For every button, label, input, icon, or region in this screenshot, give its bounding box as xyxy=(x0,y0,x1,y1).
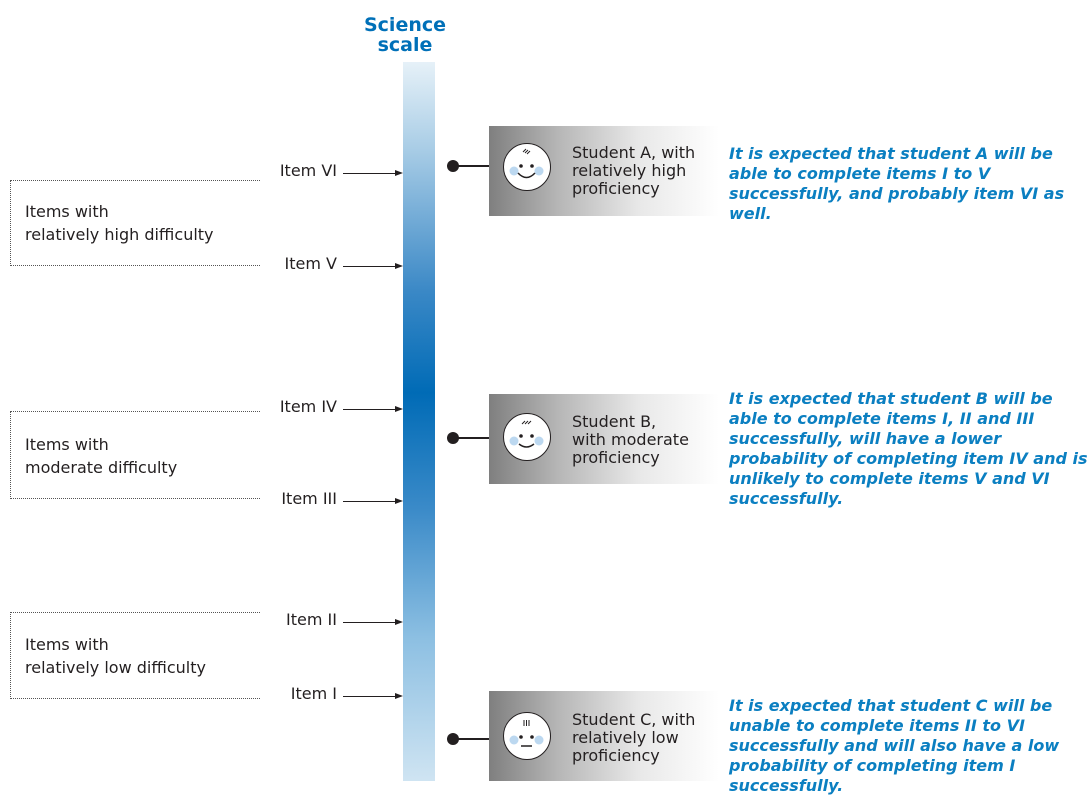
student-b-marker xyxy=(447,432,459,444)
scale-title-line1: Science xyxy=(363,14,447,36)
item-vi-label: Item VI xyxy=(279,161,337,180)
student-a-marker xyxy=(447,160,459,172)
group-high-difficulty xyxy=(10,180,260,266)
student-b-expectation: It is expected that student B will be ab… xyxy=(729,389,1088,508)
arrow-head-icon xyxy=(395,693,403,699)
item-iii-label: Item III xyxy=(281,489,337,508)
item-v-label: Item V xyxy=(284,254,337,273)
group-moderate-label: Items with moderate difficulty xyxy=(25,433,177,479)
item-ii-label: Item II xyxy=(286,610,337,629)
student-a-connector xyxy=(455,165,503,167)
item-i-arrow xyxy=(343,696,395,697)
arrow-head-icon xyxy=(395,498,403,504)
item-vi-arrow xyxy=(343,173,395,174)
student-c-marker xyxy=(447,733,459,745)
arrow-head-icon xyxy=(395,406,403,412)
item-v-arrow xyxy=(343,266,395,267)
group-high-line2: relatively high difficulty xyxy=(25,225,214,244)
science-scale-bar xyxy=(403,62,435,781)
arrow-head-icon xyxy=(395,263,403,269)
neutral-face-icon xyxy=(503,712,551,760)
smiley-face-icon xyxy=(503,143,551,191)
student-c-label: Student C, with relatively low proficien… xyxy=(572,711,695,765)
arrow-head-icon xyxy=(395,170,403,176)
smiley-face-icon xyxy=(503,413,551,461)
student-b-line3: proficiency xyxy=(572,448,660,467)
student-a-line2: relatively high xyxy=(572,161,687,180)
group-low-line2: relatively low difficulty xyxy=(25,658,206,677)
student-c-line2: relatively low xyxy=(572,728,679,747)
item-iv-arrow xyxy=(343,409,395,410)
student-b-line2: with moderate xyxy=(572,430,689,449)
group-low-difficulty xyxy=(10,612,260,699)
student-c-line3: proficiency xyxy=(572,746,660,765)
student-c-connector xyxy=(455,738,503,740)
item-iii-arrow xyxy=(343,501,395,502)
student-a-label: Student A, with relatively high proficie… xyxy=(572,144,695,198)
student-b-connector xyxy=(455,437,503,439)
student-a-line1: Student A, with xyxy=(572,143,696,162)
scale-title: Science scale xyxy=(360,15,450,55)
group-low-line1: Items with xyxy=(25,635,109,654)
item-iv-label: Item IV xyxy=(279,397,337,416)
student-c-expectation: It is expected that student C will be un… xyxy=(729,696,1060,795)
student-a-expectation: It is expected that student A will be ab… xyxy=(729,144,1065,223)
group-moderate-line2: moderate difficulty xyxy=(25,458,178,477)
group-high-line1: Items with xyxy=(25,202,109,221)
item-ii-arrow xyxy=(343,622,395,623)
scale-title-line2: scale xyxy=(377,34,433,56)
group-moderate-difficulty xyxy=(10,411,260,499)
item-i-label: Item I xyxy=(290,684,337,703)
student-c-line1: Student C, with xyxy=(572,710,696,729)
student-b-line1: Student B, xyxy=(572,412,657,431)
student-a-line3: proficiency xyxy=(572,179,660,198)
student-b-label: Student B, with moderate proficiency xyxy=(572,413,689,467)
group-low-label: Items with relatively low difficulty xyxy=(25,633,206,679)
group-moderate-line1: Items with xyxy=(25,435,109,454)
group-high-label: Items with relatively high difficulty xyxy=(25,200,214,246)
arrow-head-icon xyxy=(395,619,403,625)
